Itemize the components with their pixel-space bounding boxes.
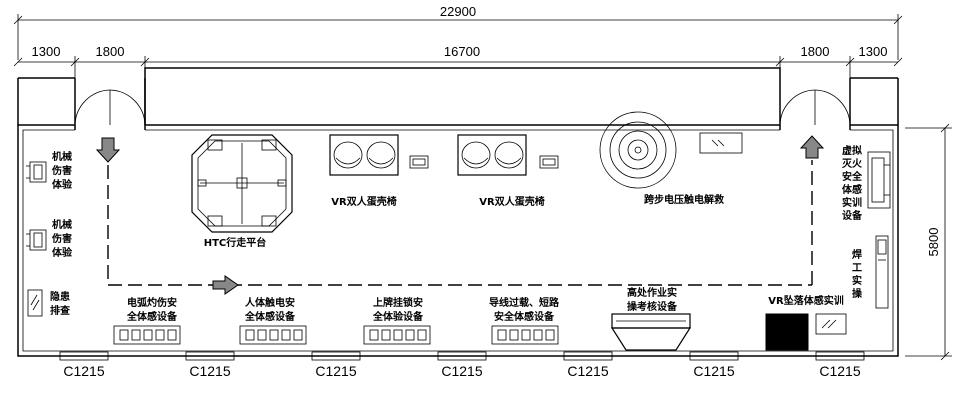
dim-total-label: 22900 <box>440 4 476 19</box>
station-body-shock: 人体触电安 全体感设备 <box>239 296 307 345</box>
dim-right-door: 1800 <box>801 44 830 59</box>
label-lock-b: 全体验设备 <box>372 310 424 323</box>
label-fire-e: 实训 <box>842 196 862 209</box>
label-mech-1-c: 体验 <box>52 178 73 191</box>
window-label-7: C1215 <box>819 363 860 379</box>
label-arc-a: 电弧灼伤安 <box>127 296 177 309</box>
label-vr-fall: VR坠落体感实训 <box>768 294 843 307</box>
dim-right-wall: 1300 <box>859 44 888 59</box>
label-mech-1-a: 机械 <box>52 150 72 163</box>
station-height-work: 高处作业实 操考核设备 <box>610 286 692 351</box>
arrow-right-icon <box>212 275 239 295</box>
label-vr-seat-1: VR双人蛋壳椅 <box>331 195 396 208</box>
windows: C1215 C1215 C1215 C1215 C1215 C1215 C121… <box>59 351 865 379</box>
label-step-voltage: 跨步电压触电解救 <box>644 193 724 206</box>
dimension-height: 5800 <box>905 123 952 361</box>
label-fire-b: 灭火 <box>841 158 863 170</box>
dimension-total: 22900 <box>13 4 903 60</box>
label-hazard-a: 隐患 <box>50 290 70 303</box>
label-fire-c: 安全 <box>842 170 863 183</box>
window-label-6: C1215 <box>693 363 734 379</box>
dim-height-label: 5800 <box>926 228 941 257</box>
label-shock-a: 人体触电安 <box>245 296 295 309</box>
label-weld-d: 操 <box>852 287 862 300</box>
station-overload: 导线过载、短路 安全体感设备 <box>489 296 560 345</box>
arrow-up-icon <box>799 135 825 159</box>
dimension-segments: 1300 1800 16700 1800 1300 <box>13 44 903 120</box>
station-vr-fall: VR坠落体感实训 <box>765 294 847 351</box>
window-label-2: C1215 <box>189 363 230 379</box>
station-mechanical-2: 机械 伤害 体验 <box>26 218 73 259</box>
label-mech-2-b: 伤害 <box>51 232 72 245</box>
window-label-4: C1215 <box>441 363 482 379</box>
label-weld-a: 焊 <box>852 248 862 261</box>
label-height-b: 操考核设备 <box>627 300 678 313</box>
dim-left-wall: 1300 <box>32 44 61 59</box>
label-mech-1-b: 伤害 <box>51 164 72 177</box>
station-fire-extinguish: 虚拟 灭火 安全 体感 实训 设备 <box>841 144 891 222</box>
label-vr-seat-2: VR双人蛋壳椅 <box>479 195 544 208</box>
label-htc: HTC行走平台 <box>204 236 267 249</box>
label-fire-d: 体感 <box>842 183 862 196</box>
label-overload-a: 导线过载、短路 <box>489 296 560 309</box>
station-step-voltage: 跨步电压触电解救 <box>599 111 743 206</box>
dim-left-door: 1800 <box>96 44 125 59</box>
label-fire-a: 虚拟 <box>842 144 862 157</box>
right-door <box>779 89 851 126</box>
window-label-5: C1215 <box>567 363 608 379</box>
arrow-down-icon <box>95 137 121 163</box>
left-door <box>74 89 146 126</box>
station-hazard-check: 隐患 排查 <box>27 289 71 317</box>
station-arc-burn: 电弧灼伤安 全体感设备 <box>113 296 181 345</box>
label-fire-f: 设备 <box>842 209 863 222</box>
window-label-1: C1215 <box>63 363 104 379</box>
label-lock-a: 上牌挂锁安 <box>373 296 423 309</box>
window-label-3: C1215 <box>315 363 356 379</box>
label-height-a: 高处作业实 <box>627 286 677 299</box>
label-mech-2-c: 体验 <box>52 246 73 259</box>
station-welding: 焊 工 实 操 <box>852 235 889 309</box>
station-htc-platform: HTC行走平台 <box>191 134 293 249</box>
label-arc-b: 全体感设备 <box>126 310 178 323</box>
station-mechanical-1: 机械 伤害 体验 <box>26 150 73 191</box>
station-lock: 上牌挂锁安 全体验设备 <box>363 296 431 345</box>
station-vr-seat-2: VR双人蛋壳椅 <box>457 134 559 208</box>
label-overload-b: 安全体感设备 <box>494 310 555 323</box>
station-vr-seat-1: VR双人蛋壳椅 <box>329 134 429 208</box>
label-shock-b: 全体感设备 <box>244 310 296 323</box>
label-weld-c: 实 <box>852 274 862 287</box>
label-mech-2-a: 机械 <box>52 218 72 231</box>
label-weld-b: 工 <box>852 263 862 274</box>
label-hazard-b: 排查 <box>50 304 71 317</box>
dim-middle: 16700 <box>444 44 480 59</box>
tour-route <box>95 135 825 295</box>
